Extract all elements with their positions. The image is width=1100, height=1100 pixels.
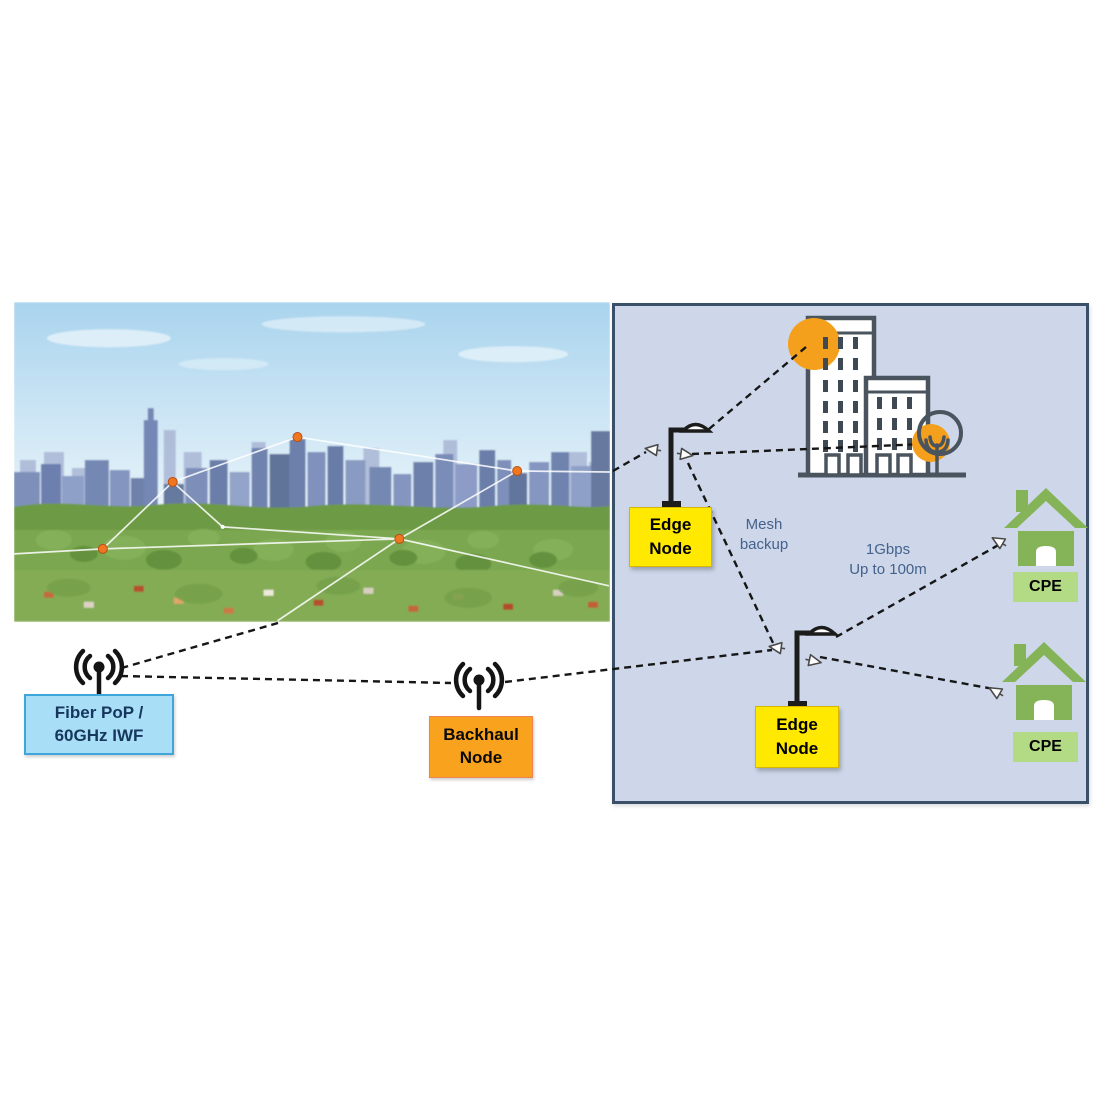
cpe-bottom-label: CPE (1029, 738, 1062, 755)
mesh-node-dot (97, 543, 108, 554)
link-fiber-to-backhaul (120, 674, 452, 685)
link-city-to-fiber-pop (117, 621, 279, 671)
radio-antenna-icon-backhaul (456, 664, 502, 708)
cpe-top-label-box: CPE (1013, 572, 1078, 602)
mesh-node-dot (167, 476, 178, 487)
link-speed-line2: Up to 100m (849, 561, 927, 579)
fiber-pop-line2: 60GHz IWF (54, 725, 144, 745)
mesh-node-dot (512, 465, 523, 476)
radio-antenna-icon-fiber (76, 651, 122, 695)
backhaul-node-label-box: Backhaul Node (429, 716, 533, 778)
mesh-node-dot (292, 432, 303, 443)
backhaul-line2: Node (459, 748, 503, 767)
greenery (14, 503, 610, 622)
edge-bottom-line2: Node (775, 739, 819, 758)
clouds (46, 316, 569, 371)
edge-bottom-line1: Edge (776, 715, 818, 735)
city-photo (13, 302, 611, 622)
edge-node-top-label-box: Edge Node (629, 507, 712, 567)
link-speed-annotation: 1Gbps Up to 100m (840, 540, 936, 581)
mesh-node-dot (394, 533, 405, 544)
mesh-backup-annotation: Mesh backup (722, 515, 806, 556)
link-speed-line1: 1Gbps (865, 541, 911, 558)
mesh-overlay (13, 436, 611, 622)
edge-top-line1: Edge (649, 515, 692, 535)
mesh-backup-line1: Mesh (745, 516, 783, 533)
edge-top-line2: Node (649, 539, 692, 558)
backhaul-line1: Backhaul (443, 725, 519, 745)
fiber-pop-label-box: Fiber PoP / 60GHz IWF (24, 694, 174, 755)
cpe-bottom-label-box: CPE (1013, 732, 1078, 762)
city-photo-art (13, 302, 611, 622)
edge-node-bottom-label-box: Edge Node (755, 706, 839, 768)
mesh-backup-line2: backup (739, 536, 789, 554)
fiber-pop-line1: Fiber PoP / (54, 702, 144, 722)
mesh-node-dots (97, 432, 523, 554)
cpe-top-label: CPE (1029, 578, 1062, 595)
